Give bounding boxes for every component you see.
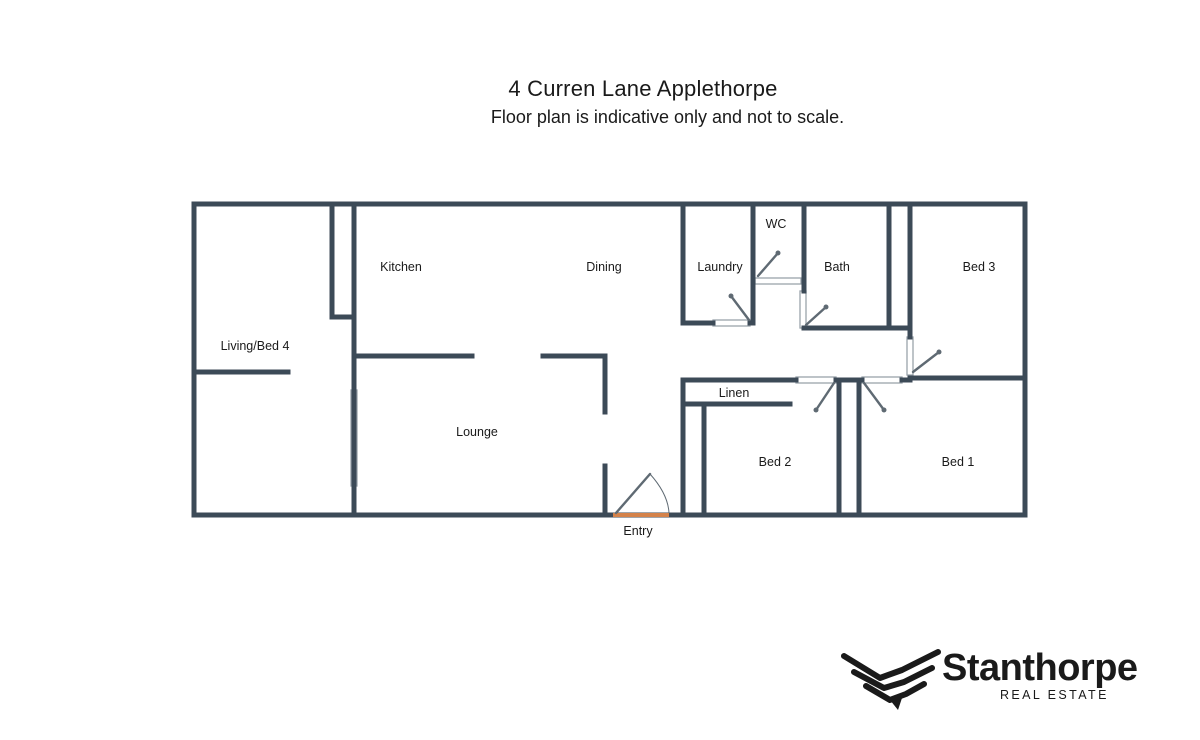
bed3-door-leaf [911, 350, 941, 374]
window-bath [799, 290, 807, 329]
wall-outer [191, 201, 1028, 518]
wc-door-knob [775, 250, 781, 256]
room-label-bath: Bath [824, 260, 850, 274]
brand-logo: Stanthorpe REAL ESTATE [840, 646, 1180, 716]
laundry-door-leaf [729, 294, 751, 322]
bed2-door-knob [813, 407, 819, 413]
room-label-laundry: Laundry [697, 260, 743, 274]
room-label-bed1: Bed 1 [942, 455, 975, 469]
wall-laundry [680, 201, 716, 326]
wc-door-leaf [756, 251, 780, 278]
plan-title: 4 Curren Lane Applethorpe [508, 76, 778, 101]
bed3-door-knob [936, 349, 942, 355]
room-label-bed2: Bed 2 [759, 455, 792, 469]
room-label-lounge: Lounge [456, 425, 498, 439]
window-bed2 [795, 376, 837, 384]
entry-door-leaf [614, 472, 652, 515]
window-bed1 [861, 376, 903, 384]
bed1-door-knob [881, 407, 887, 413]
wall-kitchen-lounge-right [540, 353, 608, 415]
room-label-bed3: Bed 3 [963, 260, 996, 274]
plan-subtitle: Floor plan is indicative only and not to… [490, 107, 845, 127]
wall-kitchen-column [329, 201, 357, 320]
entry-door-swing [649, 473, 670, 514]
bath-door-knob [823, 304, 829, 310]
window-laundry [712, 319, 751, 327]
room-label-kitchen: Kitchen [380, 260, 422, 274]
window-bed3 [906, 336, 914, 376]
room-label-dining: Dining [586, 260, 621, 274]
room-label-living: Living/Bed 4 [221, 339, 290, 353]
room-labels: Living/Bed 4 Kitchen Dining Laundry WC B… [221, 217, 996, 538]
bed2-door-leaf [814, 381, 836, 412]
window-wc [754, 277, 802, 285]
room-label-entry: Entry [623, 524, 653, 538]
laundry-door-knob [728, 293, 734, 299]
doors [613, 250, 942, 517]
eagle-wing-icon [841, 649, 941, 710]
wall-laundry-right [747, 201, 756, 326]
room-label-wc: WC [766, 217, 787, 231]
brand-tagline: REAL ESTATE [1000, 688, 1109, 702]
bed1-door-leaf [862, 381, 886, 412]
brand-name: Stanthorpe [942, 647, 1138, 689]
walls [191, 201, 1028, 518]
bath-door-leaf [804, 305, 828, 327]
wall-linen [680, 377, 799, 518]
room-label-linen: Linen [719, 386, 750, 400]
